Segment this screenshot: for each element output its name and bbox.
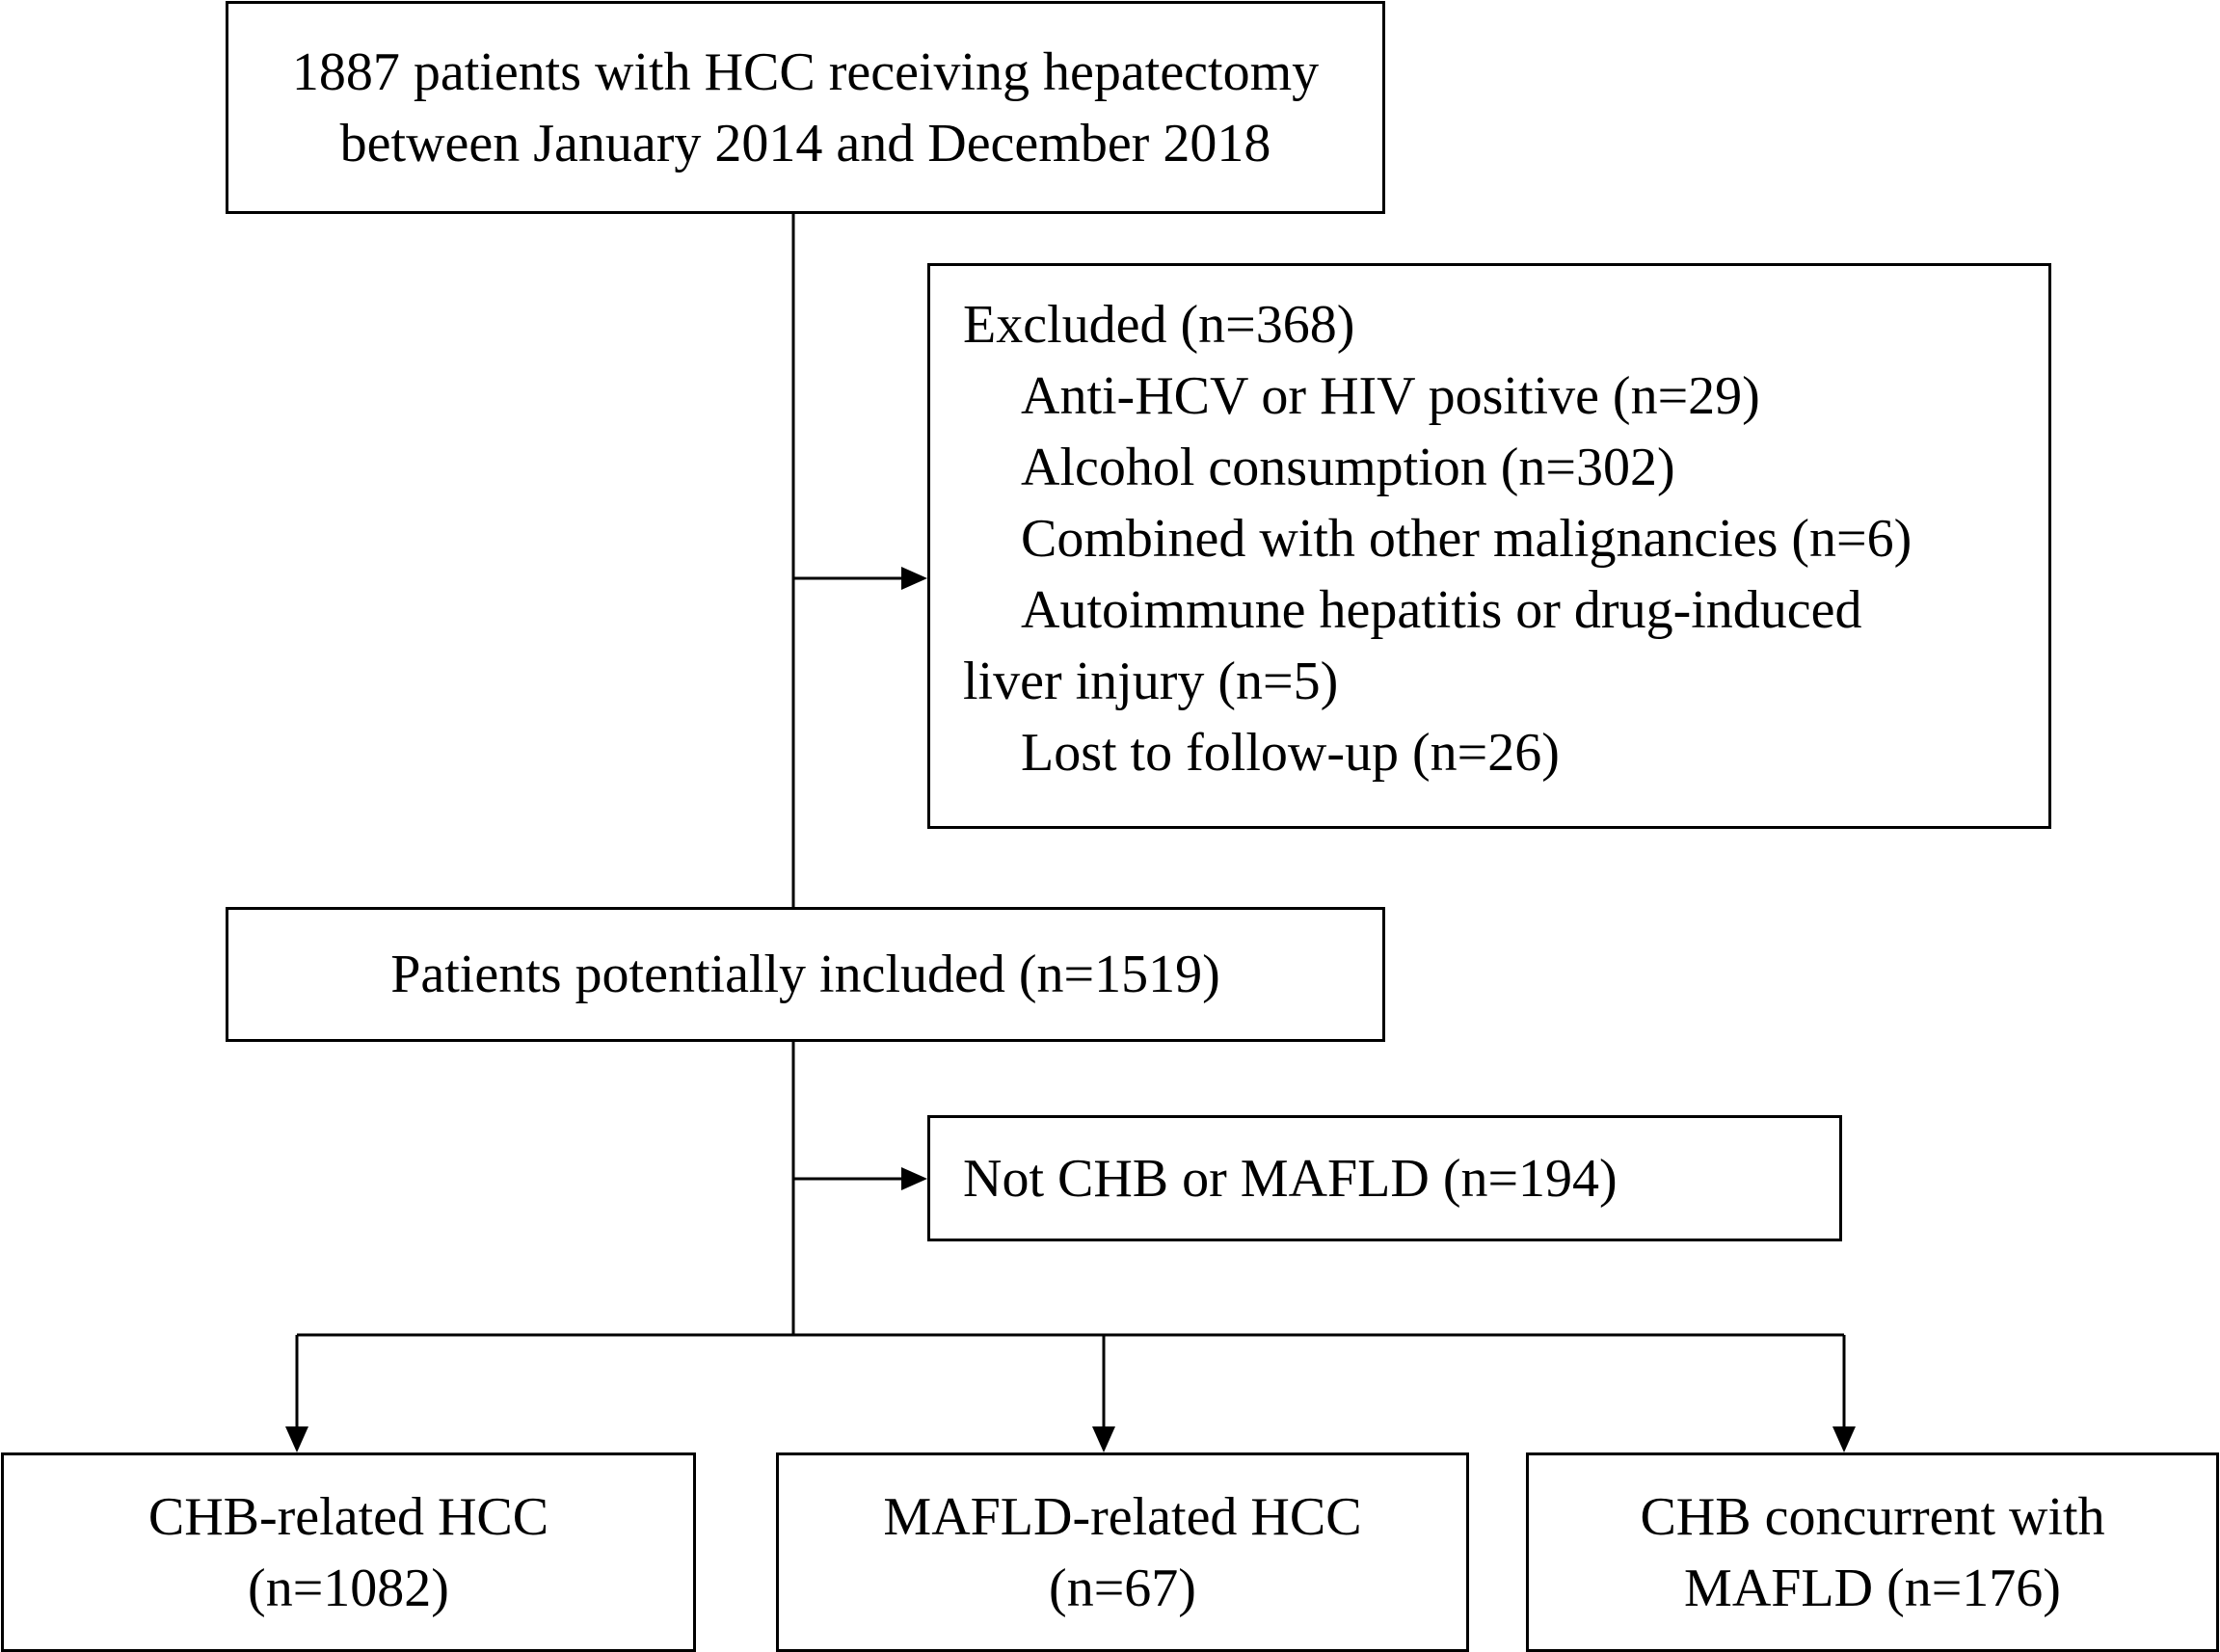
arrowhead-not-chb [901, 1167, 927, 1190]
mafld-related-hcc-box: MAFLD-related HCC (n=67) [776, 1452, 1469, 1652]
excluded-item: Autoimmune hepatitis or drug-induced [1021, 580, 1862, 640]
mafld-related-hcc-line-1: MAFLD-related HCC [883, 1486, 1362, 1547]
not-chb-or-mafld-box: Not CHB or MAFLD (n=194) [927, 1115, 1842, 1241]
mafld-related-hcc-line-2: (n=67) [1049, 1558, 1196, 1618]
enrollment-line-1: 1887 patients with HCC receiving hepatec… [291, 41, 1320, 102]
chb-related-hcc-line-2: (n=1082) [248, 1558, 449, 1618]
excluded-item: Combined with other malignancies (n=6) [1021, 509, 1912, 569]
enrollment-line-2: between January 2014 and December 2018 [339, 113, 1271, 173]
chb-related-hcc-box: CHB-related HCC (n=1082) [1, 1452, 696, 1652]
excluded-box: Excluded (n=368) Anti-HCV or HIV positiv… [927, 263, 2051, 829]
enrollment-box: 1887 patients with HCC receiving hepatec… [226, 1, 1385, 214]
potentially-included-box: Patients potentially included (n=1519) [226, 907, 1385, 1042]
chb-concurrent-mafld-box: CHB concurrent with MAFLD (n=176) [1526, 1452, 2219, 1652]
excluded-item: Anti-HCV or HIV positive (n=29) [1021, 366, 1760, 426]
chb-concurrent-mafld-line-1: CHB concurrent with [1640, 1486, 2105, 1547]
potentially-included-label: Patients potentially included (n=1519) [390, 945, 1220, 1004]
arrowhead-mafld [1092, 1426, 1115, 1452]
chb-concurrent-mafld-line-2: MAFLD (n=176) [1684, 1558, 2061, 1618]
excluded-item: Alcohol consumption (n=302) [1021, 438, 1675, 497]
excluded-item-wrap: liver injury (n=5) [963, 652, 1339, 711]
arrowhead-concurrent [1832, 1426, 1856, 1452]
arrowhead-excluded [901, 567, 927, 590]
excluded-title: Excluded (n=368) [963, 295, 1355, 355]
excluded-item: Lost to follow-up (n=26) [1021, 723, 1560, 783]
chb-related-hcc-line-1: CHB-related HCC [147, 1486, 549, 1547]
arrowhead-chb [285, 1426, 308, 1452]
not-chb-or-mafld-label: Not CHB or MAFLD (n=194) [963, 1148, 1618, 1209]
